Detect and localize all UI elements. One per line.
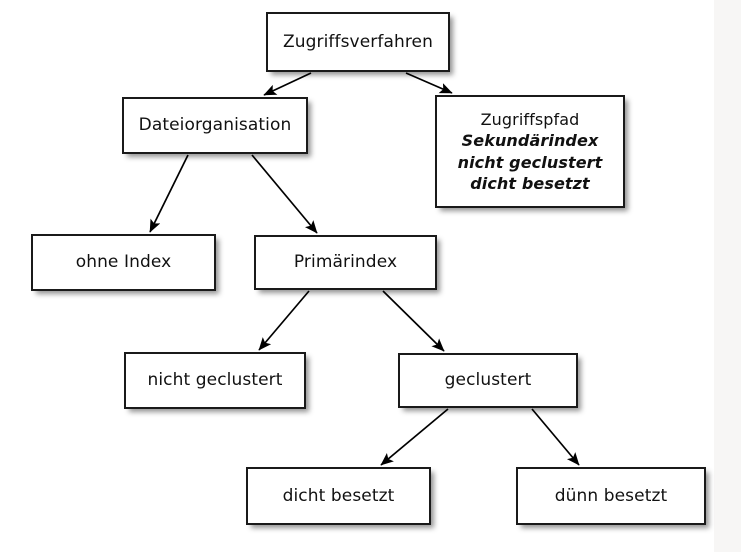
edge-dateiorganisation-to-primaerindex <box>251 154 318 234</box>
node-label-nicht-geclustert: nicht geclustert <box>126 370 304 390</box>
node-ohne-index[interactable]: ohne Index <box>31 234 216 291</box>
edge-geclustert-to-duenn-besetzt <box>531 408 580 466</box>
node-label-line: Primärindex <box>293 252 398 273</box>
node-nicht-geclustert[interactable]: nicht geclustert <box>124 352 306 409</box>
edge-primaerindex-to-nicht-geclustert <box>258 290 310 351</box>
node-label-line: nicht geclustert <box>147 370 283 391</box>
node-primaerindex[interactable]: Primärindex <box>254 235 437 290</box>
node-dicht-besetzt[interactable]: dicht besetzt <box>246 467 431 525</box>
node-label-line: nicht geclustert <box>457 152 603 172</box>
node-label-zugriffsverfahren: Zugriffsverfahren <box>268 32 448 52</box>
edge-dateiorganisation-to-ohne-index <box>149 154 189 233</box>
node-label-dateiorganisation: Dateiorganisation <box>124 115 306 135</box>
node-duenn-besetzt[interactable]: dünn besetzt <box>516 467 706 525</box>
node-label-line: Zugriffsverfahren <box>283 31 433 52</box>
node-label-line: geclustert <box>444 370 532 391</box>
node-dateiorganisation[interactable]: Dateiorganisation <box>122 97 308 154</box>
page-right-margin <box>714 0 741 552</box>
node-geclustert[interactable]: geclustert <box>398 353 578 408</box>
node-label-line: ohne Index <box>75 252 172 273</box>
node-label-line: Sekundärindex <box>461 131 599 151</box>
node-label-duenn-besetzt: dünn besetzt <box>518 486 704 506</box>
node-label-line: Zugriffspfad <box>480 110 580 130</box>
edge-primaerindex-to-geclustert <box>382 290 445 352</box>
node-label-line: dicht besetzt <box>282 485 395 506</box>
node-label-primaerindex: Primärindex <box>256 252 435 272</box>
edge-zugriffsverfahren-to-zugriffspfad <box>405 72 453 94</box>
edge-geclustert-to-dicht-besetzt <box>380 408 449 466</box>
node-label-ohne-index: ohne Index <box>33 252 214 272</box>
node-zugriffsverfahren[interactable]: Zugriffsverfahren <box>266 12 450 72</box>
edge-zugriffsverfahren-to-dateiorganisation <box>263 72 312 96</box>
node-label-dicht-besetzt: dicht besetzt <box>248 486 429 506</box>
node-label-line: dicht besetzt <box>470 173 590 193</box>
node-label-geclustert: geclustert <box>400 370 576 390</box>
node-label-line: Dateiorganisation <box>138 115 292 136</box>
node-label-line: dünn besetzt <box>554 485 668 506</box>
